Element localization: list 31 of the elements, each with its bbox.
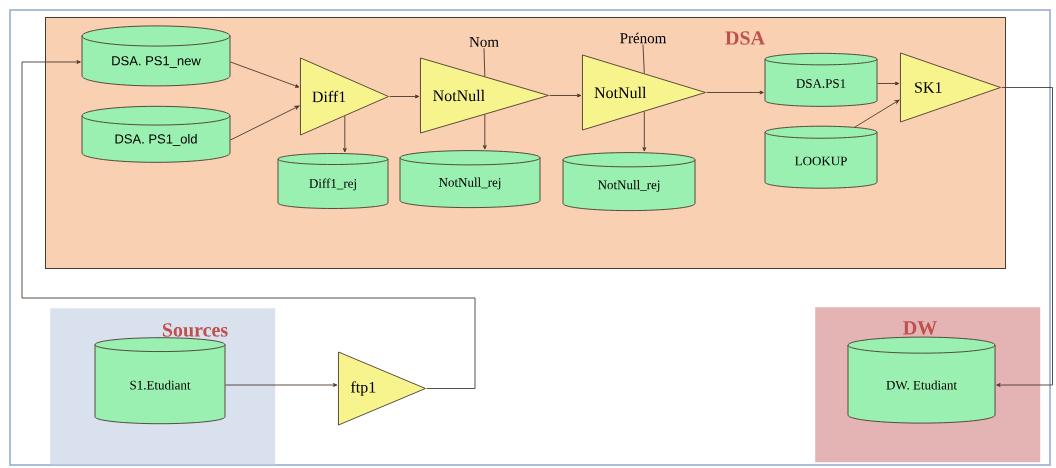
database-cylinder: DSA.PS1 [764,52,878,107]
arrow [877,81,900,86]
arrow [482,114,487,150]
connector-line [642,44,645,74]
process-triangle: Diff1 [300,57,389,136]
process-triangle: NotNull [582,54,706,131]
arrow [854,99,900,128]
arrow [706,90,764,95]
arrow [342,115,347,153]
arrow [21,60,476,389]
process-triangle: SK1 [900,52,1001,123]
arrow [996,87,1053,387]
arrow [642,111,647,152]
field-label: Nom [469,37,499,47]
database-cylinder: Diff1_rej [277,153,389,209]
arrow [230,105,300,141]
database-cylinder: NotNull_rej [399,150,541,209]
database-cylinder: DW. Etudiant [847,336,996,424]
database-cylinder: LOOKUP [764,125,878,189]
arrow [225,383,338,387]
database-cylinder: S1.Etudiant [94,337,226,425]
field-label: Prénom [620,32,667,44]
process-triangle: ftp1 [338,351,426,426]
database-cylinder: DSA. PS1_old [81,105,231,163]
arrow [389,94,420,99]
connector-line [483,47,486,77]
arrow [230,61,300,88]
database-cylinder: NotNull_rej [562,152,696,212]
process-triangle: NotNull [420,57,549,134]
database-cylinder: DSA. PS1_new [81,25,231,87]
arrow [549,93,582,98]
